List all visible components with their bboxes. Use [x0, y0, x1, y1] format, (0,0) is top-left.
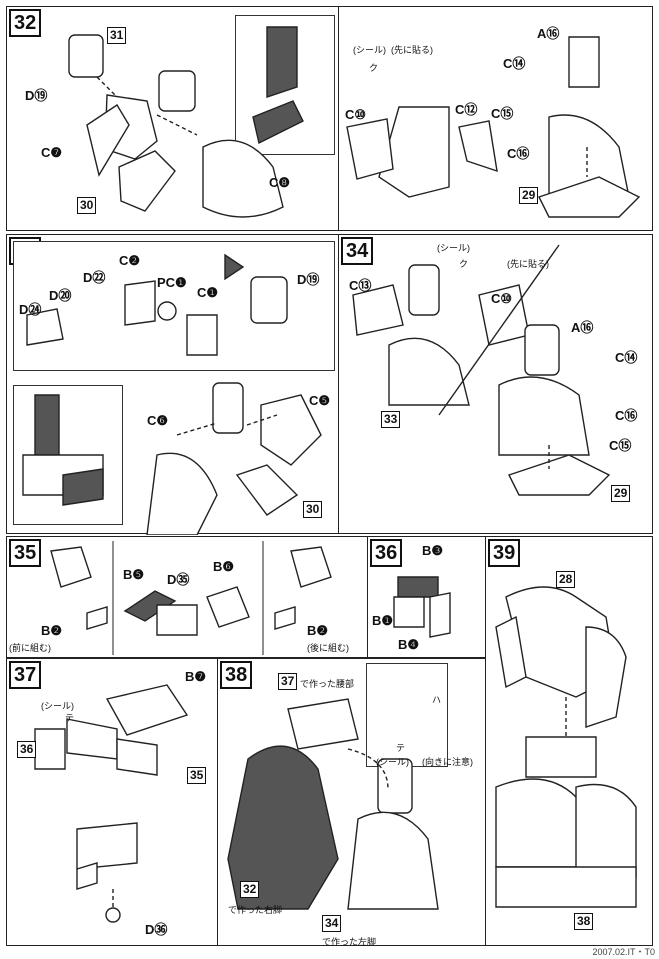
- made-37-label: で作った腰部: [300, 679, 355, 689]
- step-35-panel: 35 B❷ (前に組む) B❺ D㉟ B❻ B❷ (後に組む): [6, 536, 368, 658]
- sticker-code: ク: [369, 63, 379, 73]
- step-39-illustration: [495, 586, 637, 908]
- sticker-code: テ: [65, 713, 75, 723]
- step-37-illustration: [34, 684, 189, 923]
- made-32-label: で作った右脚: [228, 905, 283, 915]
- step-number: 35: [9, 539, 42, 567]
- part-c1-label: C❶: [197, 285, 219, 300]
- step-38-illustration: [227, 698, 439, 910]
- front-note: (前に組む): [9, 643, 51, 653]
- step-38-panel: 38 37 で作った腰部 32 で作った右脚 34 で作った左脚 (シール) テ…: [218, 658, 486, 947]
- part-35-label: 35: [187, 767, 207, 784]
- part-a16-label: A⑯: [537, 26, 560, 41]
- sticker-code: テ: [396, 743, 406, 753]
- ref-34-label: 34: [322, 915, 342, 932]
- step-37-panel: 37 (シール) テ B❼ 36 35 D㊱: [6, 658, 218, 946]
- part-c14-label: C⑭: [615, 350, 638, 365]
- part-c10-label: C⑩: [491, 291, 513, 306]
- part-d19-label: D⑲: [297, 272, 320, 287]
- part-pc1-label: PC❶: [157, 275, 187, 290]
- page-footer: 2007.02.IT・T0: [592, 947, 655, 957]
- sticker-ha: ハ: [432, 695, 442, 705]
- step-33-illustration: [22, 253, 322, 535]
- part-38-label: 38: [574, 913, 594, 930]
- step-number: 38: [220, 661, 253, 689]
- part-b5-label: B❺: [123, 567, 145, 582]
- sticker-first-label: (先に貼る): [507, 259, 549, 269]
- step-number: 34: [341, 237, 374, 265]
- step-36-illustration: [393, 576, 451, 638]
- sticker-label: (シール): [353, 45, 386, 55]
- part-c13-label: C⑬: [349, 278, 372, 293]
- part-28-label: 28: [556, 571, 576, 588]
- step-33-panel: 33 D㉒ D⑳ D㉔ C❷ PC❶ C❶ D⑲ C❻ C❺ 30: [6, 234, 339, 535]
- sticker-label: (シール): [376, 757, 409, 767]
- part-31-label: 31: [107, 27, 127, 44]
- back-note: (後に組む): [307, 643, 349, 653]
- part-29-label: 29: [611, 485, 631, 502]
- part-c6-label: C❻: [147, 413, 169, 428]
- part-d22-label: D㉒: [83, 270, 106, 285]
- part-a16-label: A⑯: [571, 320, 594, 335]
- part-c5-label: C❺: [309, 393, 331, 408]
- part-b4-label: B❹: [398, 637, 420, 652]
- part-d35-label: D㉟: [167, 572, 190, 587]
- part-c15-label: C⑮: [609, 438, 632, 453]
- step-number: 32: [9, 9, 42, 37]
- part-33-label: 33: [381, 411, 401, 428]
- part-d20-label: D⑳: [49, 288, 72, 303]
- step-35-illustration: [50, 541, 332, 655]
- part-c15-label: C⑮: [491, 106, 514, 121]
- part-b3-label: B❸: [422, 543, 444, 558]
- sticker-label: (シール): [41, 701, 74, 711]
- part-30-label: 30: [303, 501, 323, 518]
- step-32-illustration: [68, 26, 304, 218]
- step-34-illustration: [352, 244, 611, 496]
- part-c2-label: C❷: [119, 253, 141, 268]
- part-c16-label: C⑯: [615, 408, 638, 423]
- part-d19-label: D⑲: [25, 88, 48, 103]
- ref-37-label: 37: [278, 673, 298, 690]
- part-c16-label: C⑯: [507, 146, 530, 161]
- sticker-first-label: (先に貼る): [391, 45, 433, 55]
- step-32-panel: 32 31 D⑲ C❼ 30 C❽: [6, 6, 339, 231]
- step-39-panel: 39 28 38: [486, 536, 653, 946]
- part-30-label: 30: [77, 197, 97, 214]
- part-36-label: 36: [17, 741, 37, 758]
- step-36-panel: 36 B❸ B❶ B❹: [368, 536, 486, 658]
- ref-32-label: 32: [240, 881, 260, 898]
- part-b7-label: B❼: [185, 669, 207, 684]
- part-c10-label: C⑩: [345, 107, 367, 122]
- sticker-code: ク: [459, 259, 469, 269]
- part-c8-label: C❽: [269, 175, 291, 190]
- part-b2-front-label: B❷: [41, 623, 63, 638]
- made-34-label: で作った左脚: [322, 937, 377, 947]
- part-b6-label: B❻: [213, 559, 235, 574]
- step-32b-panel: (シール) (先に貼る) ク C⑩ C⑫ A⑯ C⑭ C⑮ C⑯ 29: [339, 6, 653, 231]
- part-c7-label: C❼: [41, 145, 63, 160]
- part-c12-label: C⑫: [455, 102, 478, 117]
- part-29-label: 29: [519, 187, 539, 204]
- step-number: 36: [370, 539, 403, 567]
- caution-note: (向きに注意): [422, 757, 473, 767]
- step-34-panel: 34 (シール) (先に貼る) ク C⑬ C⑩ 33 A⑯ C⑭ C⑯ C⑮ 2…: [339, 234, 653, 534]
- part-c14-label: C⑭: [503, 56, 526, 71]
- step-number: 37: [9, 661, 42, 689]
- part-b2-back-label: B❷: [307, 623, 329, 638]
- step-number: 39: [488, 539, 521, 567]
- part-d24-label: D㉔: [19, 302, 42, 317]
- part-b1-label: B❶: [372, 613, 394, 628]
- part-d36-label: D㊱: [145, 922, 168, 937]
- step-32b-illustration: [346, 36, 641, 218]
- sticker-label: (シール): [437, 243, 470, 253]
